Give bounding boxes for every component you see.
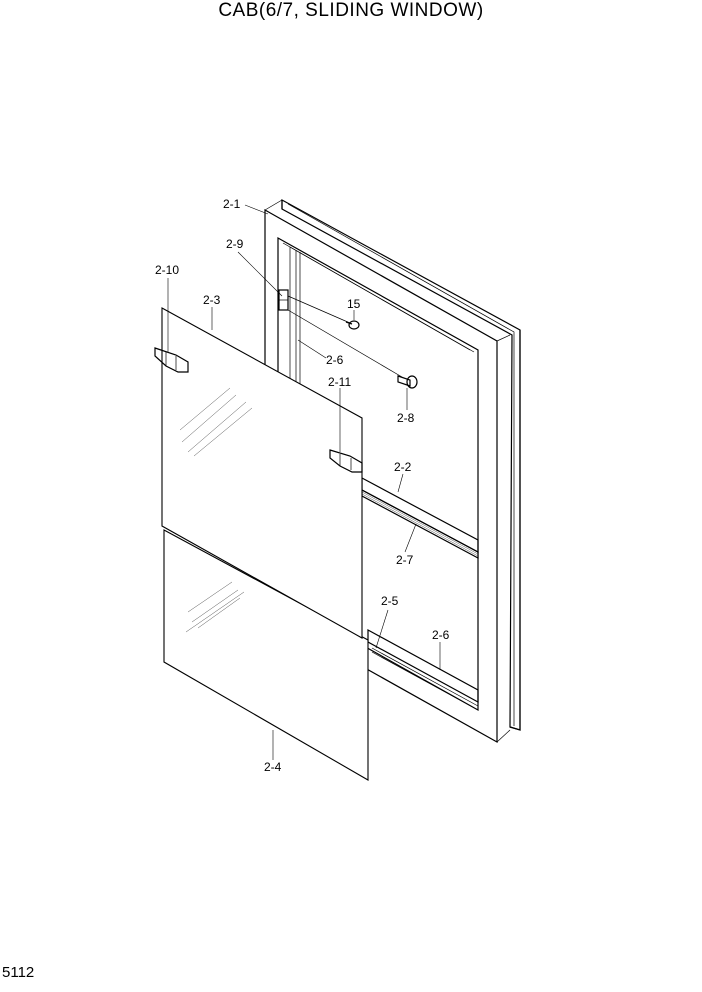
callout-2-7: 2-7	[396, 553, 414, 567]
page-title: CAB(6/7, SLIDING WINDOW)	[218, 0, 484, 21]
callout-2-5: 2-5	[381, 594, 399, 608]
latch-left	[154, 347, 189, 373]
callout-2-3: 2-3	[203, 293, 221, 307]
middle-rail	[361, 476, 479, 560]
callout-2-11: 2-11	[328, 375, 351, 389]
page-number: 5112	[2, 964, 35, 981]
callout-2-6-lower: 2-6	[432, 628, 450, 642]
callout-2-2: 2-2	[394, 460, 412, 474]
latch-right	[329, 449, 363, 473]
callout-2-6-upper: 2-6	[326, 353, 344, 367]
callout-2-9: 2-9	[226, 237, 244, 251]
screw-15	[287, 295, 360, 330]
bolt-2-8	[287, 309, 418, 389]
upper-glass	[161, 307, 363, 639]
callout-2-8: 2-8	[397, 411, 415, 425]
outer-frame	[281, 198, 521, 731]
bottom-rail	[367, 628, 479, 711]
catch-bracket	[278, 289, 289, 311]
callout-2-4: 2-4	[264, 760, 282, 774]
callout-2-10: 2-10	[155, 263, 179, 277]
callout-15: 15	[347, 297, 361, 311]
callout-2-1: 2-1	[223, 197, 241, 211]
leader-lines	[167, 204, 441, 760]
